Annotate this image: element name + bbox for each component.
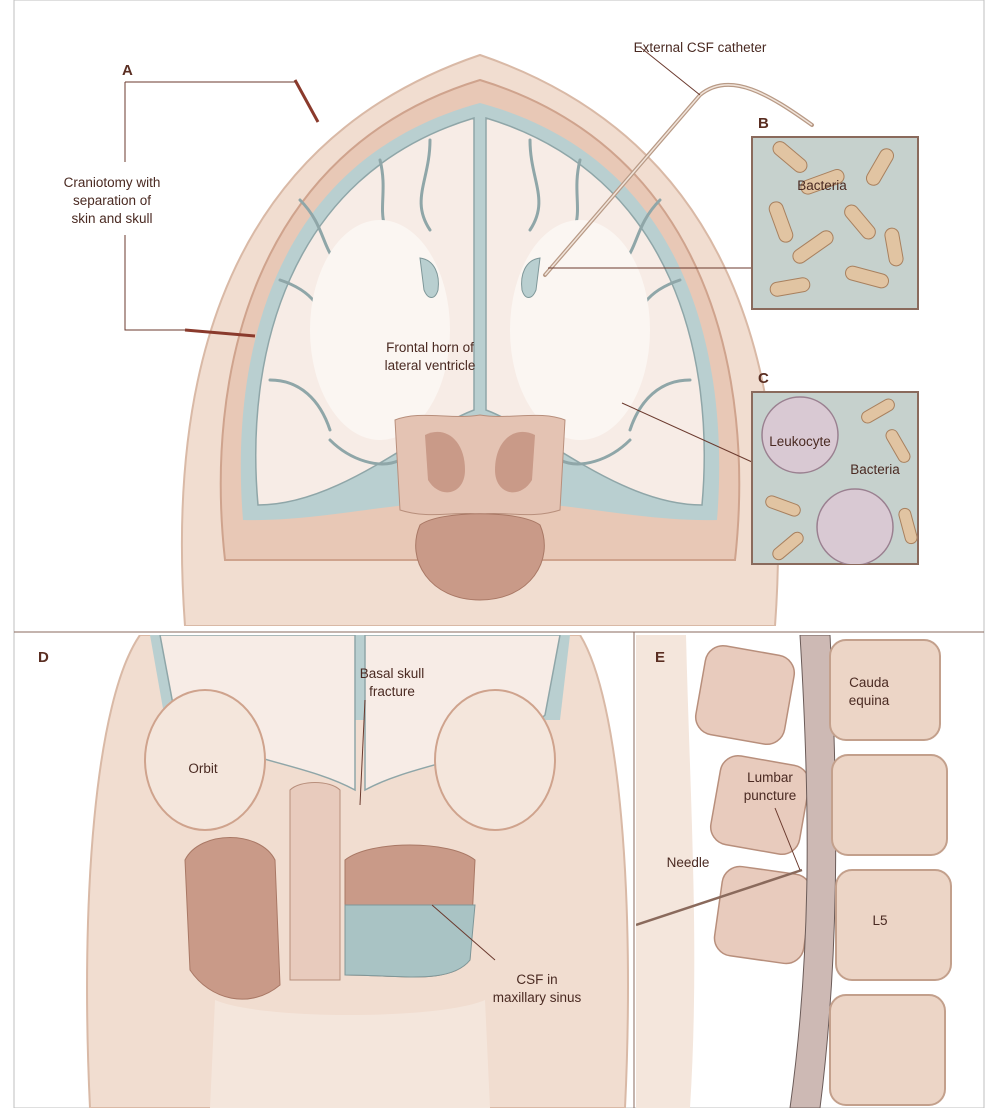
panel-b-letter: B [758, 115, 769, 132]
ethmoid-region [395, 415, 565, 515]
panel-d-illustration [87, 635, 628, 1108]
inset-b-bacteria-label: Bacteria [797, 178, 847, 193]
vertebra-l5-label: L5 [872, 913, 887, 928]
craniotomy-label-line3: skin and skull [71, 211, 152, 226]
right-orbit [435, 690, 555, 830]
cauda-label-line2: equina [849, 693, 890, 708]
fracture-label-line2: fracture [369, 684, 415, 699]
palate [210, 1000, 490, 1108]
csf-label-line1: CSF in [516, 972, 557, 987]
inset-c-leukocyte-label: Leukocyte [769, 434, 831, 449]
back-skin [636, 635, 694, 1108]
inset-b [752, 137, 918, 309]
white-matter-left [310, 220, 450, 440]
ventricle-label-line1: Frontal horn of [386, 340, 474, 355]
left-orbit [145, 690, 265, 830]
panel-c-letter: C [758, 370, 769, 387]
catheter-label: External CSF catheter [634, 40, 767, 55]
panel-e-letter: E [655, 649, 665, 666]
nasal-septum-region [290, 783, 340, 981]
csf-fluid-level [345, 905, 475, 977]
vertebral-bodies [830, 640, 951, 1105]
white-matter-right [510, 220, 650, 440]
panel-a-letter: A [122, 62, 133, 79]
leukocyte-cell-2 [817, 489, 893, 565]
fracture-label-line1: Basal skull [360, 666, 425, 681]
csf-label-line2: maxillary sinus [493, 990, 582, 1005]
inset-c-bacteria-label: Bacteria [850, 462, 900, 477]
cauda-label-line1: Cauda [849, 675, 889, 690]
craniotomy-label-line2: separation of [73, 193, 151, 208]
ventricle-label-line2: lateral ventricle [385, 358, 476, 373]
lumbar-label-line1: Lumbar [747, 770, 793, 785]
orbit-label: Orbit [188, 761, 218, 776]
left-maxillary-sinus [185, 838, 280, 1000]
needle-label: Needle [667, 855, 710, 870]
craniotomy-label-line1: Craniotomy with [64, 175, 161, 190]
lumbar-label-line2: puncture [744, 788, 797, 803]
panel-d-letter: D [38, 649, 49, 666]
inset-c [752, 392, 918, 565]
